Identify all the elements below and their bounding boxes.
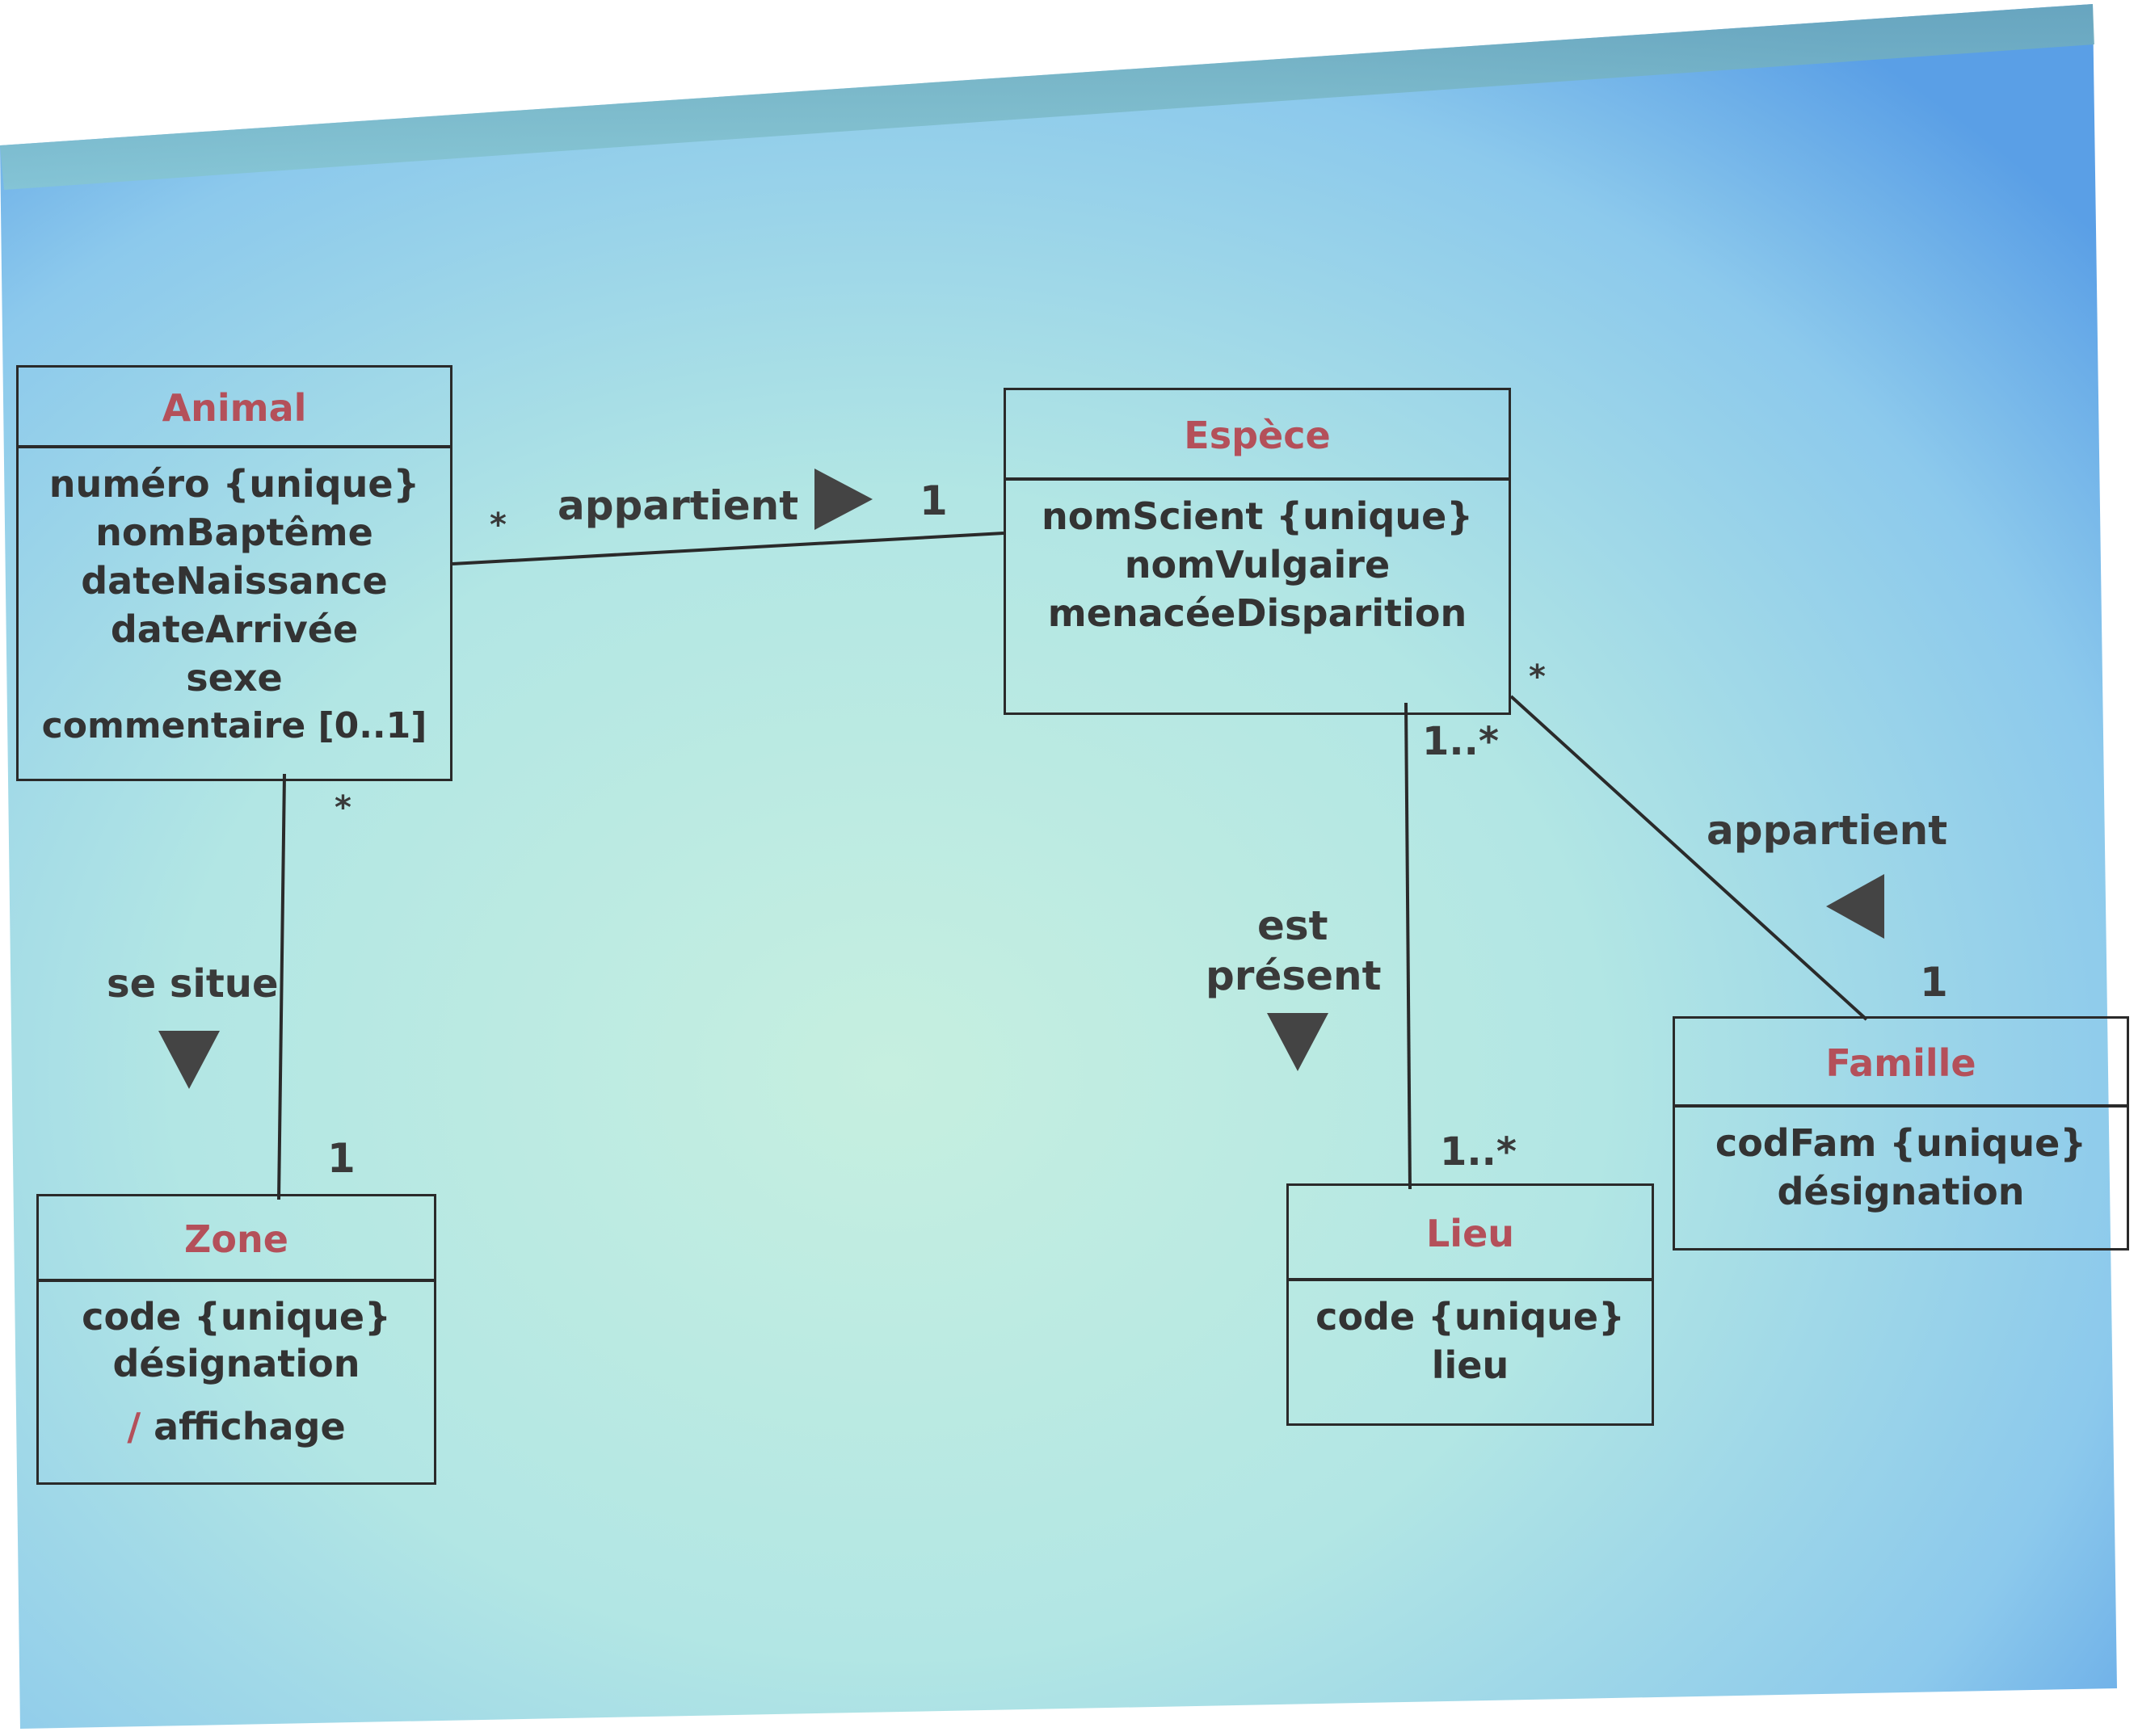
line-espece-famille: [1509, 695, 1868, 1021]
attribute-list: code {unique} lieu: [1289, 1281, 1652, 1389]
attribute-list: code {unique} désignation / affichage: [39, 1282, 434, 1450]
attribute: nomScient {unique}: [1041, 494, 1474, 538]
multiplicity-animal-zone-zone-end: 1: [327, 1135, 356, 1182]
association-label-est: est: [1257, 902, 1328, 949]
multiplicity-animal-zone-animal-end: *: [335, 789, 351, 826]
line-animal-zone: [277, 773, 286, 1200]
multiplicity-espece-famille-famille-end: 1: [1920, 959, 1948, 1006]
attribute-list: codFam {unique} désignation: [1675, 1108, 2127, 1216]
triangle-down-icon: [158, 1031, 220, 1089]
class-name: Animal: [19, 368, 450, 448]
class-famille: Famille codFam {unique} désignation: [1673, 1016, 2129, 1251]
attribute: menacéeDisparition: [1047, 591, 1467, 635]
attribute: codFam {unique}: [1715, 1121, 2087, 1165]
class-name: Espèce: [1006, 390, 1509, 481]
attribute: code {unique}: [1315, 1295, 1625, 1339]
attribute: dateNaissance: [81, 559, 388, 603]
derived-marker: /: [127, 1405, 141, 1448]
attribute-list: nomScient {unique} nomVulgaire menacéeDi…: [1006, 481, 1509, 637]
attribute-list: numéro {unique} nomBaptême dateNaissance…: [19, 448, 450, 750]
multiplicity-espece-lieu-espece-end: 1..*: [1422, 719, 1499, 764]
derived-attribute: / affichage: [39, 1403, 434, 1450]
multiplicity-animal-espece-animal-end: *: [490, 507, 507, 544]
multiplicity-animal-espece-espece-end: 1: [920, 477, 948, 524]
class-animal: Animal numéro {unique} nomBaptême dateNa…: [16, 365, 452, 781]
class-name: Lieu: [1289, 1186, 1652, 1281]
association-label-se-situe: se situe: [107, 961, 279, 1007]
class-zone: Zone code {unique} désignation / afficha…: [36, 1194, 436, 1485]
association-label-present: présent: [1206, 952, 1382, 999]
attribute: désignation: [1777, 1170, 2025, 1213]
triangle-down-icon: [1267, 1013, 1328, 1071]
attribute: commentaire [0..1]: [41, 705, 427, 746]
association-label-appartient: appartient: [558, 482, 799, 529]
attribute: dateArrivée: [110, 607, 359, 651]
attribute: code {unique}: [82, 1295, 391, 1339]
class-espece: Espèce nomScient {unique} nomVulgaire me…: [1004, 388, 1511, 715]
triangle-right-icon: [814, 469, 873, 530]
attribute: nomVulgaire: [1124, 543, 1391, 586]
multiplicity-espece-lieu-lieu-end: 1..*: [1440, 1129, 1517, 1175]
class-name: Famille: [1675, 1019, 2127, 1108]
multiplicity-espece-famille-espece-end: *: [1529, 658, 1546, 696]
attribute: lieu: [1431, 1343, 1509, 1387]
attribute: désignation: [112, 1342, 360, 1385]
line-animal-espece: [452, 532, 1004, 565]
derived-attribute-name: affichage: [154, 1405, 346, 1448]
attribute: nomBaptême: [95, 511, 373, 554]
attribute: sexe: [186, 656, 283, 700]
class-lieu: Lieu code {unique} lieu: [1286, 1183, 1654, 1426]
triangle-left-icon: [1826, 874, 1884, 939]
association-label-appartient-famille: appartient: [1707, 807, 1948, 854]
attribute: numéro {unique}: [48, 462, 420, 506]
class-name: Zone: [39, 1196, 434, 1282]
line-espece-lieu: [1404, 702, 1412, 1190]
